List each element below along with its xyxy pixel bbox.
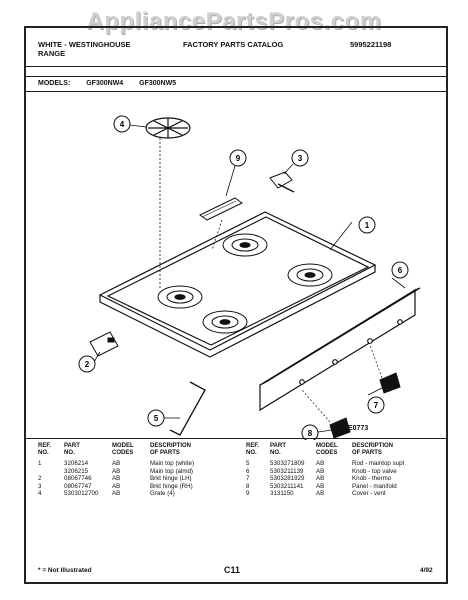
brand-name: WHITE - WESTINGHOUSE: [38, 40, 131, 49]
model-number: GF300NW4: [86, 80, 124, 87]
divider: [24, 438, 448, 439]
models-line: MODELS: GF300NW4 GF300NW5: [38, 80, 190, 87]
svg-text:5: 5: [154, 414, 159, 423]
svg-text:9: 9: [236, 154, 241, 163]
callout-6: 6: [391, 261, 409, 289]
col-desc-header: DESCRIPTION OF PARTS: [150, 443, 192, 456]
callout-1: 1: [329, 216, 376, 251]
col-model-header: MODEL CODES: [112, 443, 134, 456]
callout-5: 5: [147, 409, 180, 427]
col-ref-header: REF. NO.: [38, 443, 52, 456]
callout-4: 4: [113, 115, 147, 133]
diagram-code: E0773: [348, 425, 369, 432]
callout-7: 7: [367, 387, 385, 414]
svg-text:2: 2: [85, 360, 90, 369]
model-number: GF300NW5: [139, 80, 177, 87]
svg-text:1: 1: [365, 221, 370, 230]
vent-cover-part: [199, 197, 243, 251]
knob-top-valve: [301, 389, 351, 439]
burner-group: [157, 233, 333, 334]
col-ref-header: REF. NO.: [246, 443, 260, 456]
callout-8: 8: [301, 424, 333, 440]
parts-table-right: REF. NO. PART NO. MODEL CODES DESCRIPTIO…: [246, 443, 432, 498]
brand-block: WHITE - WESTINGHOUSE RANGE: [38, 40, 131, 58]
svg-text:3: 3: [298, 154, 303, 163]
exploded-parts-diagram: 1 2 3 4 5 6 7 8 9: [78, 115, 421, 440]
table-header-row: REF. NO. PART NO. MODEL CODES DESCRIPTIO…: [38, 443, 220, 460]
svg-text:6: 6: [398, 266, 403, 275]
catalog-date: 4/92: [420, 567, 433, 574]
support-rod-part: [169, 381, 206, 436]
svg-text:4: 4: [120, 120, 125, 129]
divider: [24, 66, 448, 67]
catalog-title: FACTORY PARTS CATALOG: [183, 40, 284, 49]
callout-3: 3: [283, 149, 309, 175]
page-border: [24, 26, 448, 584]
col-part-header: PART NO.: [270, 443, 286, 456]
page-number: C11: [224, 565, 241, 575]
callout-9: 9: [225, 149, 247, 197]
col-model-header: MODEL CODES: [316, 443, 338, 456]
hinge-bracket-lh: [89, 331, 119, 357]
divider: [24, 91, 448, 92]
knob-thermo: [369, 344, 401, 394]
col-desc-header: DESCRIPTION OF PARTS: [352, 443, 394, 456]
watermark: AppliancePartsPros.com: [86, 8, 382, 35]
manifold-panel-part: [259, 287, 421, 412]
table-header-row: REF. NO. PART NO. MODEL CODES DESCRIPTIO…: [246, 443, 432, 460]
divider: [24, 76, 448, 77]
grate-part: [145, 117, 191, 290]
callout-2: 2: [78, 351, 101, 373]
hinge-bracket-rh: [269, 171, 295, 193]
svg-text:7: 7: [374, 401, 379, 410]
not-illustrated-note: * = Not Illustrated: [38, 567, 92, 574]
svg-text:8: 8: [308, 429, 313, 438]
parts-table-left: REF. NO. PART NO. MODEL CODES DESCRIPTIO…: [38, 443, 220, 498]
product-type: RANGE: [38, 49, 66, 58]
catalog-number: 5995221198: [350, 40, 392, 49]
models-label: MODELS:: [38, 80, 71, 87]
cooktop-main-top: [98, 211, 377, 358]
col-part-header: PART NO.: [64, 443, 80, 456]
